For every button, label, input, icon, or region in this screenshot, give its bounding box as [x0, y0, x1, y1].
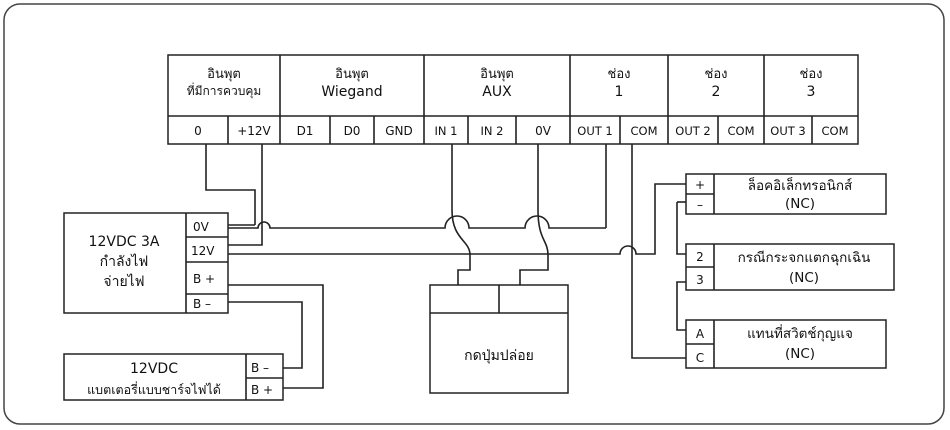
group-header-wiegand-line1: อินพุต — [335, 67, 369, 82]
device-key-switch: A C แทนที่สวิตช์กุญแจ (NC) — [685, 319, 887, 369]
terminal-strip: อินพุต ที่มีการควบคุม อินพุต Wiegand อิน… — [167, 54, 859, 145]
group-header-channel1-line2: 1 — [615, 84, 624, 100]
pin-label-in1: IN 1 — [435, 124, 458, 138]
release-button-label: กดปุ่มปล่อย — [464, 348, 534, 364]
wire-0v-to-button — [519, 144, 549, 285]
group-header-channel3-line1: ช่อง — [800, 67, 823, 82]
switch-label-line1: แทนที่สวิตช์กุญแจ — [747, 324, 853, 342]
wire-glass-to-switch — [676, 281, 686, 331]
glass-label-line1: กรณีกระจกแตกฉุกเฉิน — [738, 250, 871, 266]
switch-pin-a: A — [696, 327, 705, 341]
lock-pin-minus: – — [697, 198, 703, 212]
wire-psu-0v-bus — [228, 215, 606, 229]
pin-label-in2: IN 2 — [481, 124, 504, 138]
glass-pin-2: 2 — [696, 250, 704, 264]
power-supply-name-line3: จ่ายไฟ — [103, 273, 144, 290]
wire-0-to-psu-0v — [205, 144, 256, 226]
psu-pin-bplus: B + — [193, 272, 215, 286]
pin-label-0v: 0V — [535, 124, 552, 138]
power-supply-name-line1: 12VDC 3A — [89, 234, 160, 250]
pin-label-d1: D1 — [297, 124, 314, 138]
psu-pin-0v: 0V — [193, 220, 210, 234]
battery: 12VDC แบตเตอรี่แบบชาร์จไฟได้ B – B + — [63, 353, 284, 401]
glass-pin-3: 3 — [696, 273, 704, 287]
pin-label-0: 0 — [194, 124, 202, 138]
pin-label-out2: OUT 2 — [675, 124, 710, 138]
psu-pin-bminus: B – — [193, 297, 211, 311]
pin-label-gnd: GND — [385, 124, 413, 138]
glass-label-line2: (NC) — [789, 270, 819, 286]
wire-12v-to-psu-12v — [228, 144, 263, 246]
group-header-controlled-input-line1: อินพุต — [207, 67, 241, 82]
wire-com1-to-switch — [631, 144, 686, 359]
pin-label-out3: OUT 3 — [770, 124, 805, 138]
pin-label-plus12v: +12V — [237, 124, 271, 138]
pin-label-out1: OUT 1 — [577, 124, 612, 138]
battery-pin-bplus: B + — [251, 383, 273, 397]
lock-label-line1: ล็อคอิเล็กทรอนิกส์ — [748, 176, 852, 194]
group-header-aux-line1: อินพุต — [480, 67, 514, 82]
switch-label-line2: (NC) — [785, 346, 815, 362]
device-break-glass: 2 3 กรณีกระจกแตกฉุกเฉิน (NC) — [685, 243, 895, 291]
group-header-channel2-line1: ช่อง — [705, 67, 728, 82]
battery-name-line1: 12VDC — [130, 361, 178, 377]
wire-psu-bplus-to-battery — [228, 284, 324, 389]
wire-in1-to-button — [451, 144, 471, 285]
group-header-channel3-line2: 3 — [807, 84, 816, 100]
pin-label-com3: COM — [821, 124, 848, 138]
group-header-controlled-input-line2: ที่มีการควบคุม — [187, 82, 262, 99]
power-supply: 12VDC 3A กำลังไฟ จ่ายไฟ 0V 12V B + B – — [63, 212, 229, 314]
pin-label-com1: COM — [630, 124, 657, 138]
switch-pin-c: C — [696, 351, 704, 365]
group-header-aux-line2: AUX — [482, 84, 512, 100]
group-header-channel1-line1: ช่อง — [608, 67, 631, 82]
power-supply-name-line2: กำลังไฟ — [100, 253, 149, 270]
wire-psu-bminus-to-battery — [228, 301, 303, 369]
pin-label-d0: D0 — [344, 124, 361, 138]
pin-label-com2: COM — [727, 124, 754, 138]
wire-lock-to-glass — [676, 202, 686, 255]
psu-pin-12v: 12V — [191, 244, 215, 258]
wires — [205, 144, 686, 389]
device-electronic-lock: + – ล็อคอิเล็กทรอนิกส์ (NC) — [685, 173, 887, 215]
group-header-channel2-line2: 2 — [712, 84, 721, 100]
lock-label-line2: (NC) — [785, 196, 815, 212]
wire-psu-12v-bus — [228, 183, 686, 255]
lock-pin-plus: + — [695, 178, 705, 192]
group-header-wiegand-line2: Wiegand — [321, 84, 382, 100]
battery-name-line2: แบตเตอรี่แบบชาร์จไฟได้ — [87, 381, 221, 397]
release-button-box: กดปุ่มปล่อย — [429, 284, 569, 394]
battery-pin-bminus: B – — [251, 361, 269, 375]
